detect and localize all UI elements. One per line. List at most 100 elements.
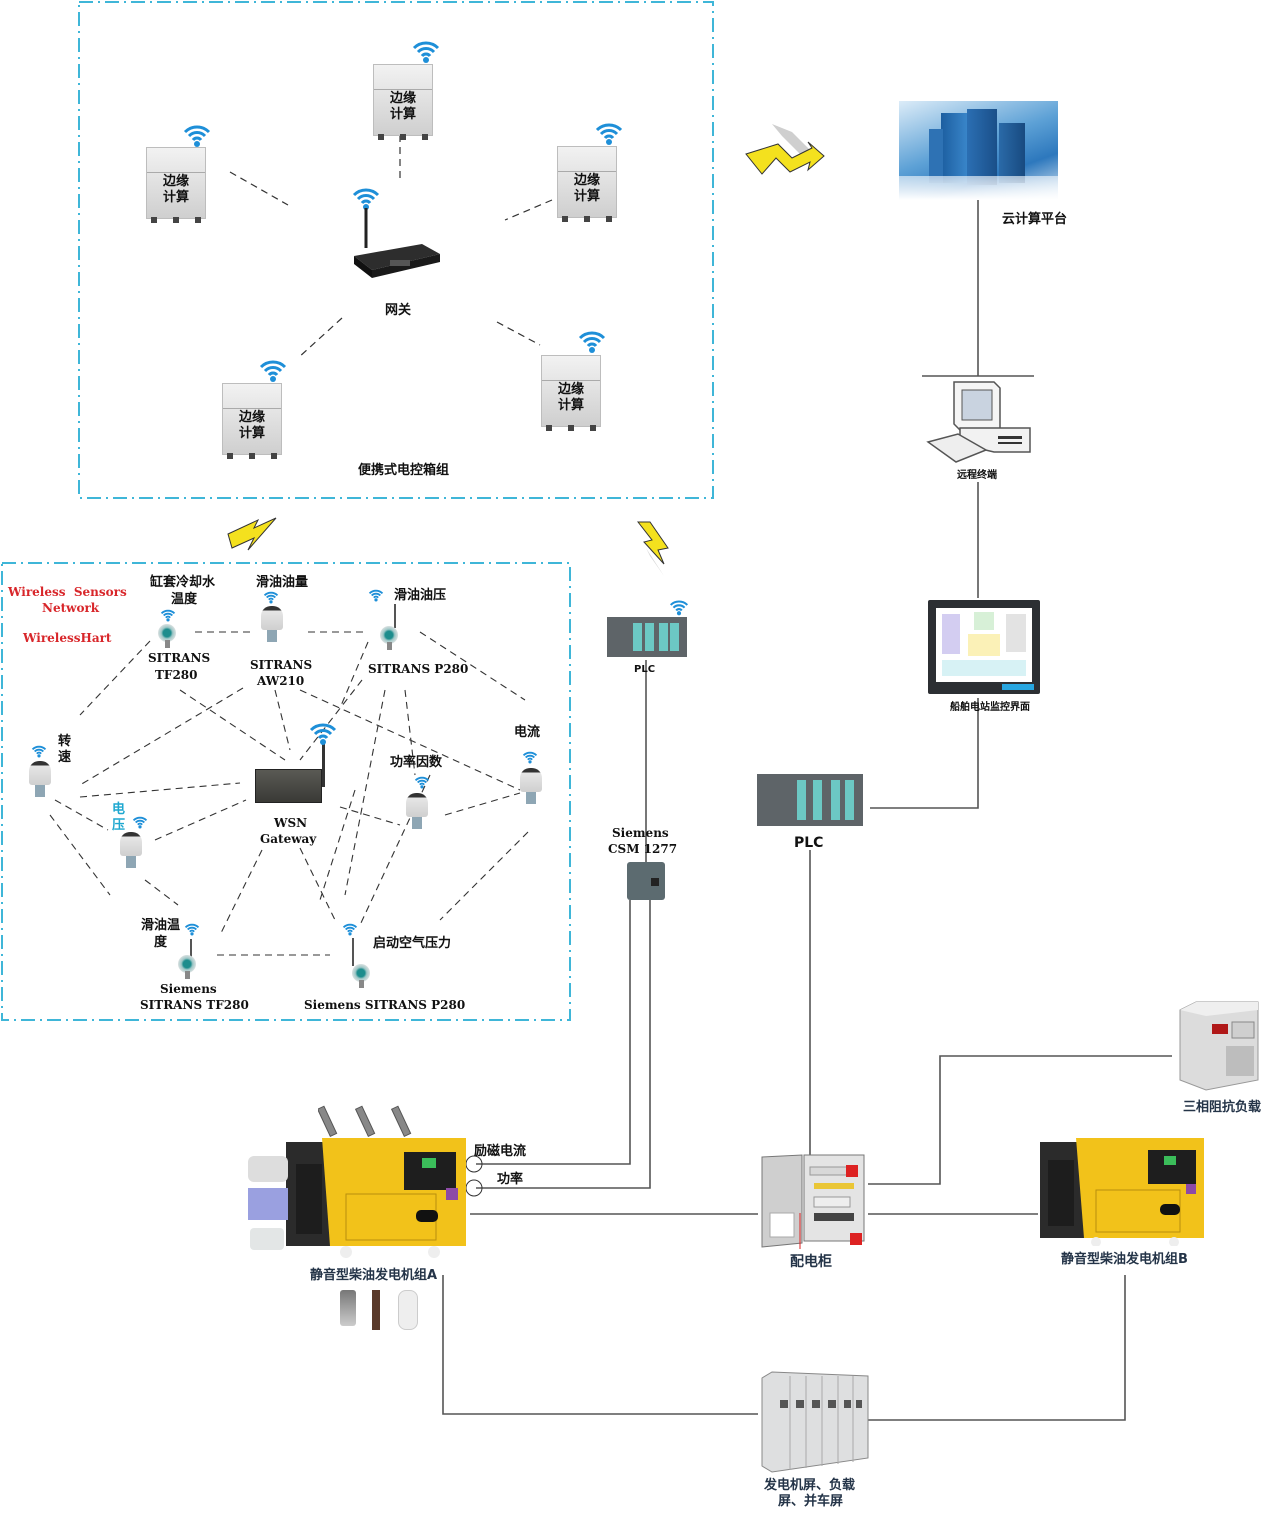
level-probe: [398, 1290, 418, 1330]
plc-top-label: PLC: [634, 664, 656, 675]
edge-links: [229, 135, 553, 359]
sensor-model: SITRANS: [250, 658, 313, 672]
edge-computing-box-right[interactable]: 边缘计算: [557, 146, 617, 222]
generator-b[interactable]: [1040, 1134, 1206, 1246]
gateway-label: 网关: [385, 303, 412, 318]
gateway-device[interactable]: [350, 208, 442, 278]
wifi-icon: [669, 600, 689, 616]
wsn-gateway-label: WSN: [274, 816, 308, 830]
air-pressure-transmitter[interactable]: [350, 938, 372, 988]
sensor-model: SITRANS P280: [368, 662, 469, 676]
sensor-label: 速: [58, 750, 72, 765]
monitoring-screen[interactable]: [928, 600, 1040, 694]
oil-temperature-transmitter[interactable]: [176, 939, 198, 979]
wifi-icon: [342, 923, 358, 936]
wifi-icon: [259, 360, 287, 382]
current-sensor[interactable]: [520, 768, 542, 806]
wifi-icon: [414, 776, 430, 789]
wifi-icon: [132, 816, 148, 829]
switchboard-label: 屏、并车屏: [778, 1494, 844, 1509]
wifi-icon: [160, 609, 176, 622]
edge-label: 计算: [389, 107, 416, 122]
sensor-label: 缸套冷却水: [150, 575, 216, 590]
edge-computing-box-bottom-left[interactable]: 边缘计算: [222, 383, 282, 459]
sensor-label: 转: [58, 734, 72, 749]
edge-label: 计算: [573, 189, 600, 204]
generator-a[interactable]: [286, 1134, 470, 1258]
wsn-mesh-links: [49, 631, 529, 956]
wifi-icon: [309, 723, 337, 745]
edge-group-boundary: [78, 1, 714, 499]
speed-sensor[interactable]: [29, 761, 51, 799]
side-sensor: [248, 1188, 288, 1220]
edge-label: 边缘: [162, 174, 189, 189]
wifi-icon: [183, 125, 211, 147]
edge-label: 边缘: [557, 382, 584, 397]
wifi-icon: [184, 923, 200, 936]
remote-terminal-computer[interactable]: [924, 378, 1032, 466]
plc-main[interactable]: [757, 774, 863, 826]
wsn-protocol: WirelessHart: [23, 631, 112, 645]
level-probe: [372, 1290, 380, 1330]
edge-computing-box-bottom-right[interactable]: 边缘计算: [541, 355, 601, 431]
level-sensor[interactable]: [261, 606, 283, 644]
wsn-gateway-label: Gateway: [260, 832, 317, 846]
sensor-label: 滑油油压: [394, 588, 447, 603]
csm-label: Siemens: [612, 826, 669, 840]
wifi-icon: [522, 751, 538, 764]
sensor-label: 度: [154, 935, 168, 950]
wsn-title-line2: Network: [42, 601, 100, 615]
sensor-model: SITRANS TF280: [140, 998, 249, 1012]
wifi-icon: [412, 41, 440, 63]
edge-group-title: 便携式电控箱组: [358, 463, 450, 478]
wifi-icon: [595, 123, 623, 145]
edge-computing-box-top[interactable]: 边缘计算: [373, 64, 433, 140]
pressure-transmitter[interactable]: [378, 604, 400, 650]
switchboard-panels[interactable]: [756, 1370, 870, 1474]
sensor-model: Siemens SITRANS P280: [304, 998, 466, 1012]
sensor-label: 电流: [514, 725, 541, 740]
wifi-icon: [263, 591, 279, 604]
three-phase-load-label: 三相阻抗负载: [1183, 1100, 1262, 1115]
wsn-title-line1: Wireless Sensors: [8, 585, 127, 599]
distribution-cabinet[interactable]: [758, 1153, 868, 1249]
power-factor-sensor[interactable]: [406, 793, 428, 831]
edge-label: 边缘: [238, 410, 265, 425]
wifi-icon: [578, 331, 606, 353]
sensor-label: 温度: [171, 592, 198, 607]
wireless-link-icon: [745, 124, 825, 175]
probe-sensors-top: [318, 1105, 412, 1138]
sensor-label: 功率因数: [390, 755, 443, 770]
wireless-link-icon: [227, 517, 277, 551]
three-phase-load[interactable]: [1176, 1000, 1260, 1094]
plc-top[interactable]: [607, 617, 687, 657]
sensor-label: 压: [112, 818, 126, 833]
solid-wires: [442, 200, 1172, 1421]
edge-computing-box-left[interactable]: 边缘计算: [146, 147, 206, 223]
cloud-server-image[interactable]: [899, 101, 1058, 200]
monitoring-screen-label: 船舶电站监控界面: [950, 702, 1030, 713]
sensor-model: Siemens: [160, 982, 217, 996]
sensor-model: SITRANS: [148, 651, 211, 665]
level-probe: [340, 1290, 356, 1326]
sensor-label: 滑油油量: [256, 575, 309, 590]
temperature-transmitter[interactable]: [156, 622, 178, 648]
cloud-label: 云计算平台: [1002, 212, 1068, 227]
excitation-current-label: 励磁电流: [474, 1144, 527, 1159]
plc-main-label: PLC: [794, 835, 824, 851]
edge-label: 计算: [162, 190, 189, 205]
wsn-gateway-antenna: [322, 742, 325, 787]
voltage-sensor[interactable]: [120, 832, 142, 870]
side-sensor: [250, 1228, 284, 1250]
power-label: 功率: [497, 1172, 524, 1187]
side-sensor: [248, 1156, 288, 1182]
sensor-label: 启动空气压力: [373, 936, 452, 951]
edge-label: 边缘: [389, 91, 416, 106]
csm-1277-switch[interactable]: [627, 862, 665, 900]
edge-label: 边缘: [573, 173, 600, 188]
sensor-model: TF280: [155, 668, 198, 682]
wireless-link-icon: [636, 521, 669, 576]
wifi-icon: [31, 745, 47, 758]
wsn-gateway-device[interactable]: [255, 769, 322, 803]
